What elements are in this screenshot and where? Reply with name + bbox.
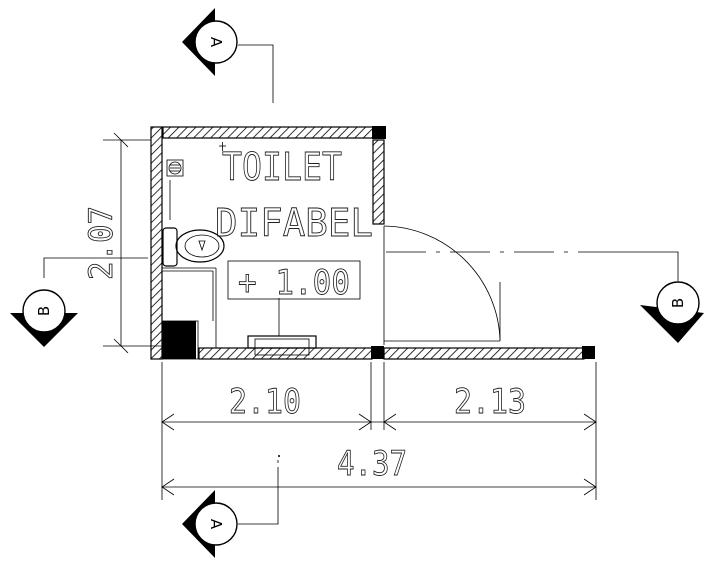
dimension-height: 2.07 bbox=[82, 132, 162, 354]
room-label: TOILET DIFABEL + 1.00 bbox=[215, 145, 374, 304]
shaft-block bbox=[162, 321, 196, 359]
section-marker-b-left: B bbox=[10, 289, 78, 347]
section-marker-b-right: B bbox=[640, 281, 704, 343]
wall-left bbox=[150, 126, 163, 360]
section-a: A A bbox=[182, 8, 279, 558]
section-a-bottom-label: A bbox=[207, 519, 225, 530]
dim-width-total-label: 4.37 bbox=[337, 444, 407, 484]
sink-icon bbox=[247, 298, 317, 356]
section-marker-a-bottom: A bbox=[182, 490, 238, 558]
section-a-top-label: A bbox=[207, 37, 225, 48]
level-marker: + 1.00 bbox=[238, 263, 350, 303]
floor-drain-icon bbox=[166, 159, 184, 177]
walls bbox=[150, 126, 595, 360]
dimension-width: 2.10 2.13 4.37 bbox=[161, 362, 597, 500]
column-bottom-right bbox=[582, 346, 595, 359]
fixtures bbox=[162, 142, 317, 356]
door bbox=[383, 225, 501, 345]
section-b: B B bbox=[10, 251, 704, 347]
toilet-icon bbox=[162, 227, 225, 267]
section-b-left-label: B bbox=[35, 306, 53, 316]
room-name-line1: TOILET bbox=[222, 145, 342, 189]
wall-bottom-right bbox=[383, 347, 585, 360]
room-name-line2: DIFABEL bbox=[215, 201, 373, 245]
level-box bbox=[227, 260, 361, 300]
wall-top bbox=[162, 126, 376, 139]
column-bottom-mid bbox=[371, 346, 384, 359]
dim-width-right-label: 2.13 bbox=[454, 382, 526, 422]
section-b-right-label: B bbox=[669, 298, 687, 308]
wall-right-upper bbox=[372, 139, 385, 225]
door-swing-arc bbox=[383, 225, 501, 341]
shaft-outline bbox=[161, 320, 199, 360]
wall-bottom-left bbox=[198, 347, 373, 360]
floor-drain-ring bbox=[168, 161, 182, 175]
section-marker-a-top: A bbox=[182, 8, 238, 76]
dim-height-label: 2.07 bbox=[82, 206, 120, 280]
dim-width-left-label: 2.10 bbox=[229, 382, 301, 422]
column-top-right bbox=[372, 126, 386, 139]
